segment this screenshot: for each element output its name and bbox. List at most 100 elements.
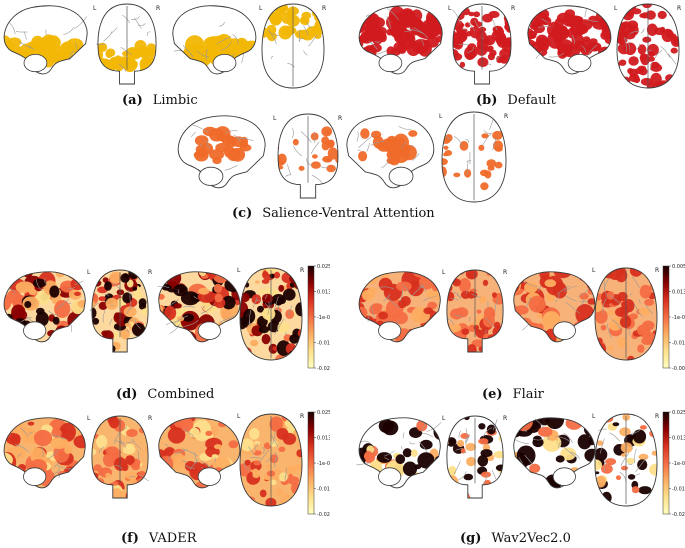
caption-e-title: Flair	[512, 387, 544, 402]
caption-d: (d) Combined	[116, 387, 214, 402]
caption-c-label: (c)	[232, 206, 253, 221]
panel-d-cor-right-marker: R	[148, 269, 152, 276]
caption-e: (e) Flair	[482, 387, 544, 402]
panel-f-view-lat-l	[3, 417, 86, 489]
panel-f-view-lat-r	[158, 417, 241, 489]
panel-d-colorbar-tick: -0.025	[317, 366, 330, 372]
panel-b-ax-left-marker: L	[614, 5, 618, 12]
panel-e-colorbar-tick: -1e-05	[672, 315, 685, 321]
panel-d-ax-left-marker: L	[237, 267, 241, 274]
panel-b-view-cor	[452, 3, 512, 85]
panel-g-ax-left-marker: L	[592, 413, 596, 420]
panel-g-view-lat-l	[356, 417, 442, 489]
panel-d-view-lat-l	[3, 271, 86, 343]
panel-f-colorbar	[307, 411, 315, 515]
caption-c: (c) Salience-Ventral Attention	[232, 206, 435, 221]
panel-c-ax-left-marker: L	[439, 113, 443, 120]
panel-g-view-lat-r	[513, 417, 596, 489]
panel-c-ax-right-marker: R	[504, 113, 508, 120]
panel-g-colorbar-tick: -0.025	[672, 512, 685, 518]
panel-f-cor-left-marker: L	[87, 415, 91, 422]
panel-e-view-lat-l	[358, 271, 441, 343]
panel-a-ax-right-marker: R	[322, 5, 326, 12]
panel-d-colorbar	[307, 265, 315, 369]
panel-d-colorbar-tick: 0.025	[317, 264, 330, 270]
panel-f-brain-views: L R L R 0.025 0.013 -1e-05 -0.013 -0.025	[3, 410, 330, 518]
panel-e-colorbar-tick: 0.013	[672, 290, 685, 296]
panel-a-cor-right-marker: R	[156, 5, 160, 12]
panel-f-colorbar-tick: 0.025	[317, 410, 330, 416]
caption-b-label: (b)	[476, 93, 498, 108]
panel-b-cor-right-marker: R	[511, 5, 515, 12]
panel-d-colorbar-tick: -1e-05	[317, 315, 330, 321]
panel-b-ax-right-marker: R	[677, 5, 681, 12]
panel-f-colorbar-tick: -1e-05	[317, 461, 330, 467]
panel-b-view-lat-l	[358, 5, 443, 75]
panel-g-ax-right-marker: R	[655, 413, 659, 420]
caption-g-label: (g)	[460, 531, 482, 546]
panel-f-colorbar-tick: -0.013	[317, 487, 330, 493]
panel-d-view-ax	[239, 267, 303, 361]
caption-a-title: Limbic	[152, 93, 198, 108]
panel-e-view-ax	[594, 267, 658, 361]
caption-f-title: VADER	[148, 531, 197, 546]
panel-f-view-ax	[239, 413, 303, 507]
panel-d-colorbar-tick: 0.013	[317, 290, 330, 296]
panel-f-colorbar-tick: 0.013	[317, 436, 330, 442]
panel-f-ax-left-marker: L	[237, 413, 241, 420]
caption-c-title: Salience-Ventral Attention	[262, 206, 435, 221]
panel-e-colorbar	[662, 265, 670, 369]
panel-g-colorbar-tick: -0.013	[672, 487, 685, 493]
panel-g-cor-right-marker: R	[503, 415, 507, 422]
panel-a-view-cor	[95, 3, 157, 85]
panel-f-colorbar-tick: -0.025	[317, 512, 330, 518]
panel-g-colorbar-tick: 0.025	[672, 410, 685, 416]
panel-b-cor-left-marker: L	[448, 5, 452, 12]
panel-a-view-ax	[261, 3, 325, 89]
panel-g-colorbar-tick: 0.013	[672, 436, 685, 442]
panel-b-view-lat-r	[527, 5, 612, 75]
panel-e-ax-right-marker: R	[655, 267, 659, 274]
caption-g: (g) Wav2Vec2.0	[460, 531, 571, 546]
panel-c-cor-right-marker: R	[338, 115, 342, 122]
panel-c-view-ax	[441, 111, 507, 203]
caption-d-label: (d)	[116, 387, 138, 402]
panel-b-view-ax	[616, 3, 680, 89]
caption-f: (f) VADER	[121, 531, 197, 546]
caption-b-title: Default	[507, 93, 556, 108]
panel-e-cor-left-marker: L	[442, 269, 446, 276]
caption-e-label: (e)	[482, 387, 503, 402]
panel-f-view-cor	[91, 415, 149, 499]
panel-d-colorbar-tick: -0.013	[317, 341, 330, 347]
panel-c-view-lat-l	[177, 115, 266, 189]
panel-g-view-ax	[594, 413, 658, 507]
panel-c-view-cor	[277, 113, 339, 199]
panel-f-ax-right-marker: R	[300, 413, 304, 420]
caption-a-label: (a)	[122, 93, 143, 108]
panel-g-colorbar	[662, 411, 670, 515]
panel-e-colorbar-tick: 0.005	[672, 264, 685, 270]
caption-g-title: Wav2Vec2.0	[491, 531, 571, 546]
panel-a-view-lat-l	[3, 5, 88, 75]
panel-g-view-cor	[446, 415, 504, 499]
panel-d-cor-left-marker: L	[87, 269, 91, 276]
panel-c-cor-left-marker: L	[273, 115, 277, 122]
panel-e-ax-left-marker: L	[592, 267, 596, 274]
panel-c-view-lat-r	[346, 115, 435, 189]
caption-b: (b) Default	[476, 93, 556, 108]
caption-a: (a) Limbic	[122, 93, 198, 108]
panel-a-view-lat-r	[172, 5, 257, 75]
panel-a-ax-left-marker: L	[259, 5, 263, 12]
panel-f-cor-right-marker: R	[148, 415, 152, 422]
panel-e-view-lat-r	[513, 271, 596, 343]
caption-d-title: Combined	[147, 387, 215, 402]
panel-d-view-cor	[89, 269, 149, 353]
caption-f-label: (f)	[121, 531, 139, 546]
panel-e-view-cor	[446, 269, 504, 353]
